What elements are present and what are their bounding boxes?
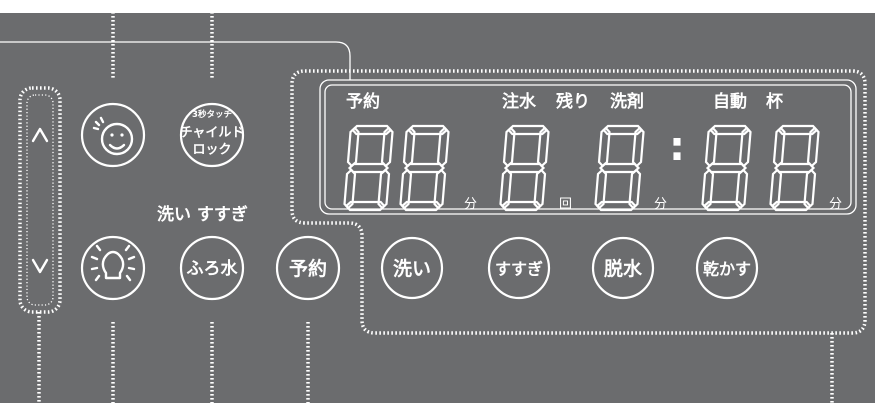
- display-outer-frame: [319, 79, 857, 215]
- segment-g: [705, 162, 748, 174]
- segment-e: [399, 168, 413, 210]
- indicator-reserve: 予約: [346, 91, 380, 112]
- wash-label: 洗い: [393, 257, 431, 280]
- reserve-button[interactable]: 予約: [275, 235, 341, 301]
- digit-3: [499, 124, 550, 212]
- segment-g: [347, 162, 390, 174]
- dry-label: 乾かす: [703, 260, 751, 279]
- indicator-water: 注水: [502, 91, 537, 112]
- up-button[interactable]: [31, 127, 49, 143]
- display-inner-frame: [324, 84, 852, 210]
- child-lock-label-line1: チャイルド: [180, 126, 245, 141]
- display-group-frame: [290, 69, 867, 335]
- down-button[interactable]: [31, 258, 49, 274]
- light-bulb-icon: [90, 244, 136, 282]
- digit-5: [701, 124, 752, 212]
- bath-water-label: ふろ水: [187, 258, 239, 279]
- rinse-button-ring: [487, 236, 551, 300]
- unit-times: 回: [559, 197, 572, 212]
- rinse-button[interactable]: すすぎ: [487, 236, 551, 300]
- spin-button[interactable]: 脱水: [591, 236, 655, 300]
- segment-d: [595, 200, 637, 212]
- arrow-group-frame: [18, 86, 62, 314]
- dry-button[interactable]: 乾かす: [695, 236, 759, 300]
- smile-button-ring: [80, 102, 146, 168]
- segment-g: [598, 162, 641, 174]
- display-colon: :: [669, 124, 685, 170]
- light-button-ring: [80, 235, 146, 301]
- indicator-auto: 自動: [713, 91, 747, 112]
- segment-e: [769, 168, 783, 210]
- reserve-button-ring: [275, 235, 341, 301]
- segment-g: [503, 162, 546, 174]
- unit-minutes-2: 分: [654, 197, 667, 212]
- smile-face-icon: [92, 116, 134, 156]
- child-lock-button-ring: [179, 102, 245, 168]
- chevron-down-icon: [31, 258, 49, 274]
- indicator-remaining: 残り: [556, 91, 590, 112]
- segment-g: [403, 162, 446, 174]
- indicator-detergent: 洗剤: [610, 91, 644, 112]
- callout-line-display: [0, 41, 351, 80]
- seven-segment-digits: [343, 124, 820, 212]
- segment-e: [343, 168, 357, 210]
- wash-button-ring: [380, 236, 444, 300]
- digit-6: [769, 124, 820, 212]
- indicator-cups: 杯: [766, 91, 783, 112]
- mode-label-wash-rinse: 洗い すすぎ: [157, 204, 248, 225]
- segment-d: [500, 200, 542, 212]
- dry-button-ring: [695, 236, 759, 300]
- reserve-label: 予約: [289, 257, 327, 280]
- spin-button-ring: [591, 236, 655, 300]
- child-lock-button[interactable]: 3秒タッチ チャイルド ロック: [179, 102, 245, 168]
- child-lock-hold-hint: 3秒タッチ: [192, 109, 232, 120]
- segment-d: [770, 200, 812, 212]
- smile-button[interactable]: [80, 102, 146, 168]
- segment-e: [701, 168, 715, 210]
- digit-1: [343, 124, 394, 212]
- segment-d: [400, 200, 442, 212]
- unit-minutes-1: 分: [464, 197, 477, 212]
- segment-e: [594, 168, 608, 210]
- digit-2: [399, 124, 450, 212]
- segment-d: [344, 200, 386, 212]
- segment-g: [773, 162, 816, 174]
- rinse-label: すすぎ: [495, 260, 543, 279]
- bath-water-button-ring: [179, 235, 245, 301]
- arrow-group-inner-frame: [26, 94, 54, 306]
- spin-label: 脱水: [604, 257, 643, 280]
- segment-e: [499, 168, 513, 210]
- child-lock-label-line2: ロック: [192, 143, 231, 158]
- segment-d: [702, 200, 744, 212]
- chevron-up-icon: [31, 127, 49, 143]
- bath-water-button[interactable]: ふろ水: [179, 235, 245, 301]
- wash-button[interactable]: 洗い: [380, 236, 444, 300]
- digit-4: [594, 124, 645, 212]
- unit-minutes-3: 分: [829, 197, 842, 212]
- light-button[interactable]: [80, 235, 146, 301]
